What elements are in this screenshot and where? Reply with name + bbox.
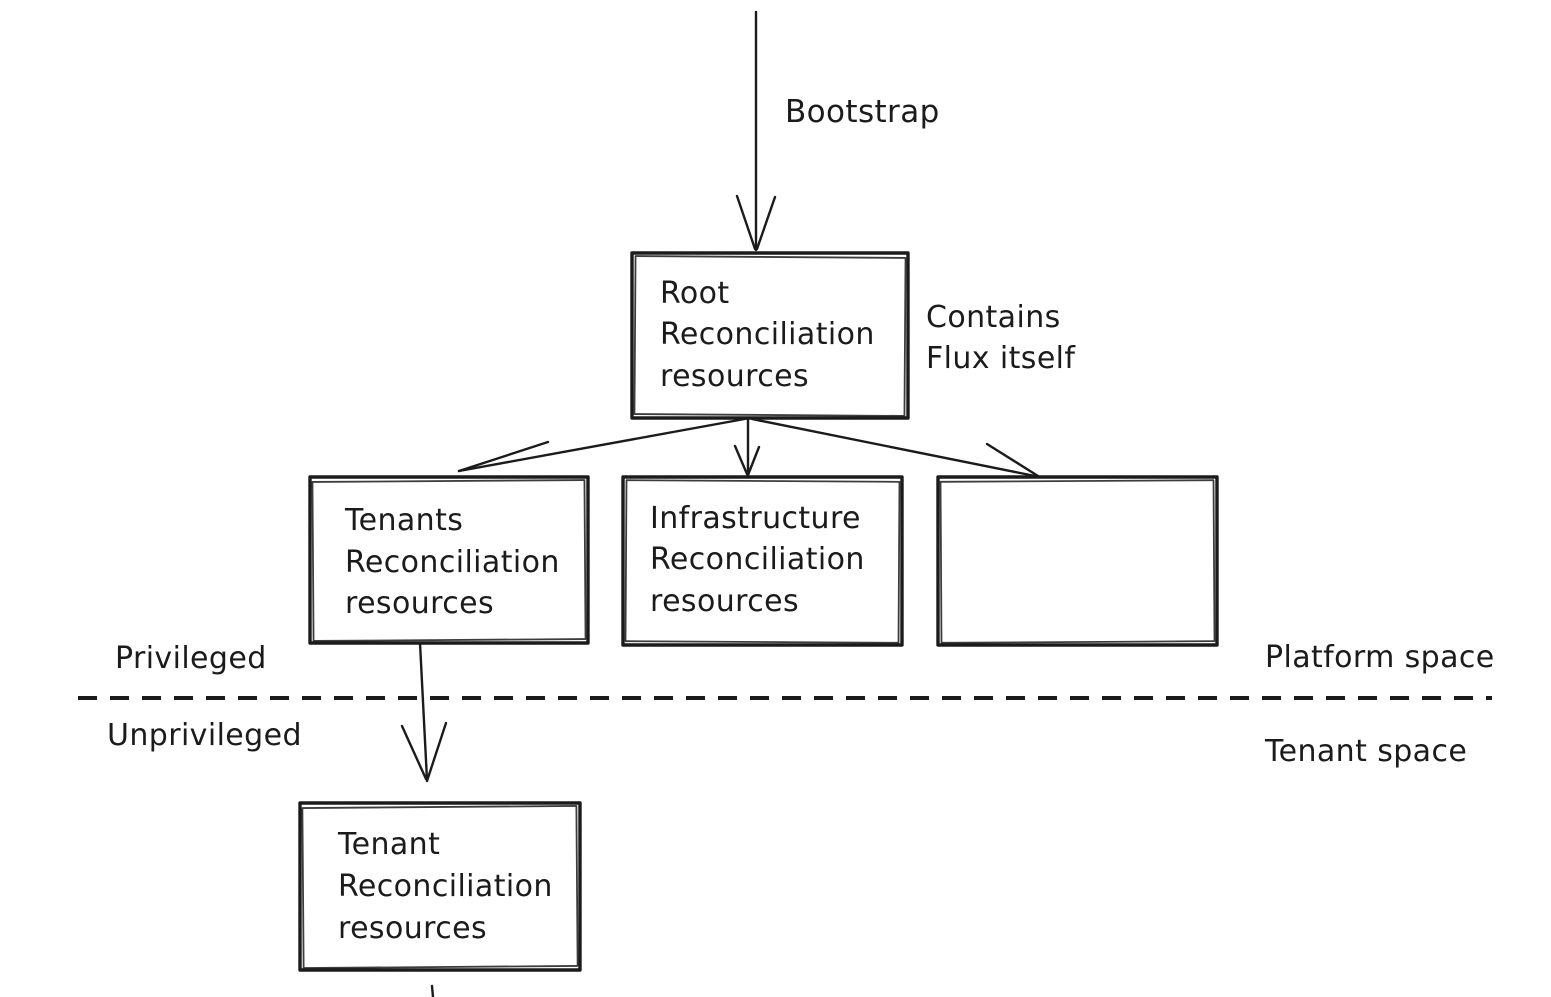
- contains-flux-note-line-2: Flux itself: [926, 341, 1076, 376]
- root-box-line-2: Reconciliation: [660, 317, 875, 352]
- root-reconciliation-box: Root Reconciliation resources: [630, 251, 910, 420]
- tenants-box-line-1: Tenants: [344, 503, 463, 538]
- tenant-space-label: Tenant space: [1264, 734, 1467, 769]
- empty-box: [936, 475, 1219, 647]
- root-box-line-3: resources: [660, 359, 809, 394]
- tenants-box-line-2: Reconciliation: [345, 545, 560, 580]
- root-to-infrastructure-arrow: [733, 416, 761, 477]
- infrastructure-reconciliation-box: Infrastructure Reconciliation resources: [621, 475, 904, 647]
- contains-flux-note-line-1: Contains: [926, 300, 1061, 335]
- bottom-arrow-stub: [430, 984, 435, 997]
- platform-space-label: Platform space: [1265, 640, 1495, 675]
- bootstrap-arrow: [735, 10, 777, 252]
- tenants-box-line-3: resources: [345, 586, 494, 621]
- tenant-box-line-3: resources: [338, 911, 487, 946]
- tenants-reconciliation-box: Tenants Reconciliation resources: [308, 475, 590, 645]
- unprivileged-label: Unprivileged: [107, 718, 302, 753]
- tenant-box-line-2: Reconciliation: [338, 869, 553, 904]
- infrastructure-box-line-3: resources: [650, 584, 799, 619]
- privileged-label: Privileged: [115, 641, 267, 676]
- root-box-line-1: Root: [660, 276, 730, 311]
- infrastructure-box-line-1: Infrastructure: [650, 501, 861, 536]
- tenant-reconciliation-box: Tenant Reconciliation resources: [298, 801, 582, 972]
- contains-flux-note: Contains Flux itself: [926, 300, 1076, 376]
- tenant-box-line-1: Tenant: [337, 827, 440, 862]
- root-to-tenants-arrow: [457, 416, 752, 486]
- bootstrap-label: Bootstrap: [785, 94, 940, 130]
- tenants-to-tenant-arrow: [400, 641, 448, 783]
- infrastructure-box-line-2: Reconciliation: [650, 542, 865, 577]
